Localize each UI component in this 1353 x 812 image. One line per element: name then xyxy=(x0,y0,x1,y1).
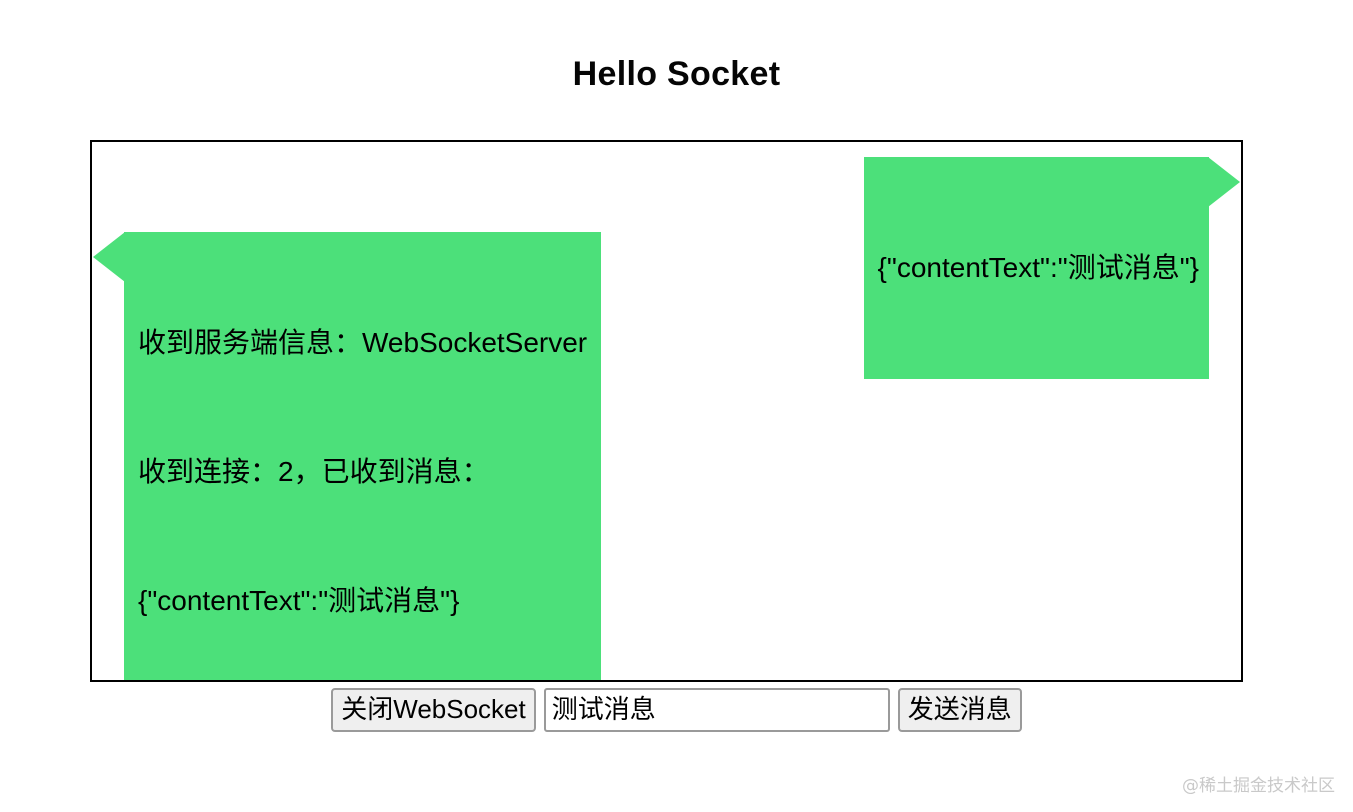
message-bubble-outgoing: {"contentText":"测试消息"} xyxy=(863,157,1241,379)
page-title: Hello Socket xyxy=(572,55,781,93)
message-line: 收到连接：2，已收到消息： xyxy=(138,456,490,487)
message-row-incoming: 收到服务端信息：WebSocketServer 收到连接：2，已收到消息： {"… xyxy=(92,232,602,680)
watermark: @稀土掘金技术社区 xyxy=(1182,776,1335,796)
message-log-container: {"contentText":"测试消息"} 收到服务端信息：WebSocket… xyxy=(90,140,1243,682)
message-input[interactable] xyxy=(543,688,890,732)
message-bubble-incoming: 收到服务端信息：WebSocketServer 收到连接：2，已收到消息： {"… xyxy=(92,232,602,680)
controls-bar: 关闭WebSocket 发送消息 xyxy=(0,688,1353,732)
message-line: {"contentText":"测试消息"} xyxy=(877,252,1199,283)
message-row-outgoing: {"contentText":"测试消息"} xyxy=(863,157,1241,379)
close-websocket-button[interactable]: 关闭WebSocket xyxy=(331,688,536,732)
send-message-button[interactable]: 发送消息 xyxy=(897,688,1022,732)
message-line: 收到服务端信息：WebSocketServer xyxy=(138,327,588,358)
message-line: {"contentText":"测试消息"} xyxy=(138,585,460,616)
